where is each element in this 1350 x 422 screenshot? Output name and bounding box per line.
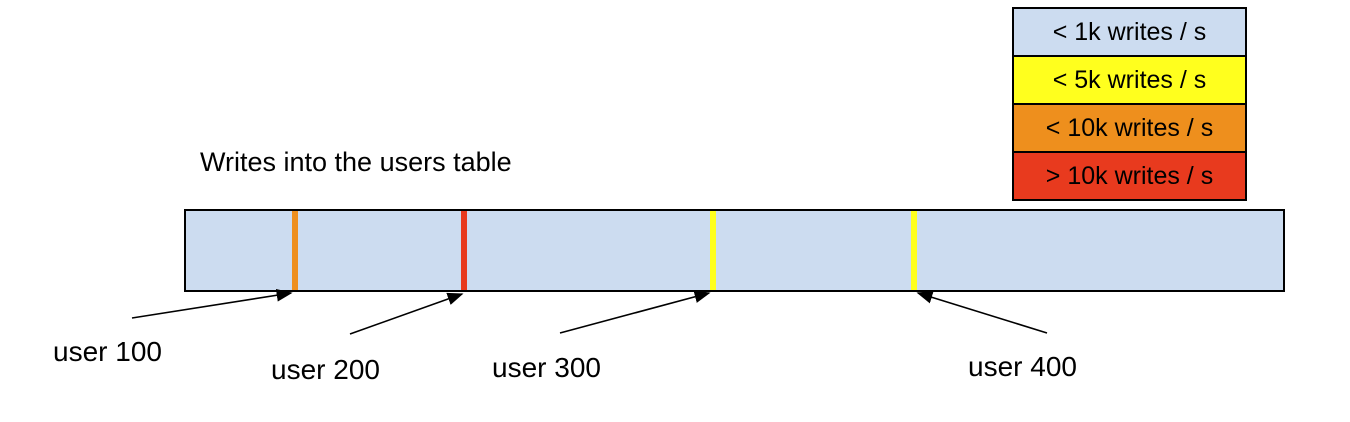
marker-user-200 (461, 211, 467, 290)
legend-item-under-1k: < 1k writes / s (1012, 7, 1247, 57)
legend-item-under-5k-label: < 5k writes / s (1052, 65, 1207, 94)
arrow-user-300 (559, 290, 711, 334)
legend-item-over-10k-label: > 10k writes / s (1045, 161, 1214, 190)
arrow-user-100 (131, 288, 293, 319)
arrow-user-200 (349, 292, 464, 335)
legend-item-over-10k: > 10k writes / s (1012, 151, 1247, 201)
arrow-user-400 (916, 291, 1048, 334)
marker-user-400 (911, 211, 917, 290)
users-table-bar (184, 209, 1285, 292)
legend-item-under-5k: < 5k writes / s (1012, 55, 1247, 105)
callout-label-user-200: user 200 (271, 354, 380, 385)
callout-label-user-100: user 100 (53, 336, 162, 367)
legend-item-under-1k-label: < 1k writes / s (1052, 17, 1207, 46)
legend-item-under-10k: < 10k writes / s (1012, 103, 1247, 153)
marker-user-100 (292, 211, 298, 290)
legend-item-under-10k-label: < 10k writes / s (1045, 113, 1214, 142)
marker-user-300 (710, 211, 716, 290)
diagram-title: Writes into the users table (200, 147, 512, 177)
legend: < 1k writes / s < 5k writes / s < 10k wr… (1012, 7, 1247, 201)
callout-label-user-300: user 300 (492, 352, 601, 383)
callout-label-user-400: user 400 (968, 351, 1077, 382)
